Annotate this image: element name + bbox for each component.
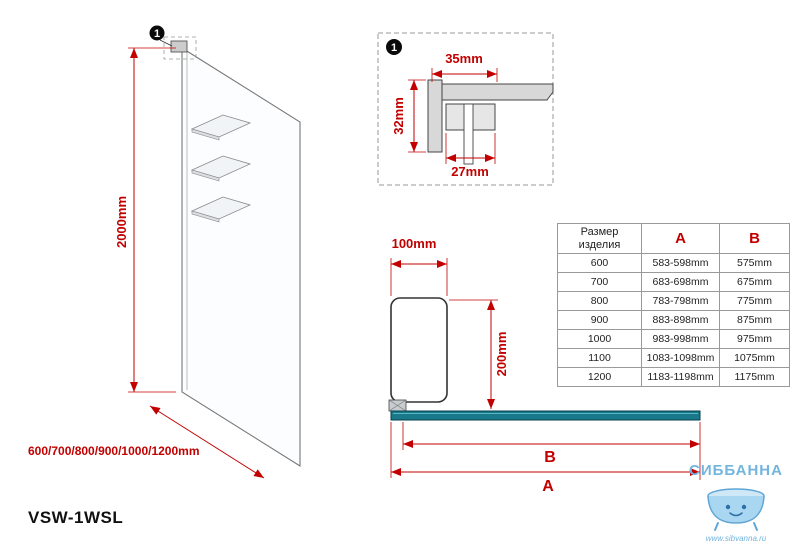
detail-callout-box: [163, 36, 197, 60]
cell-size: 800: [557, 291, 642, 312]
detail-marker-1: 1: [386, 39, 402, 55]
cell-a: 883-898mm: [641, 310, 720, 331]
detail-section-view: 1 35mm 32mm 27mm: [377, 32, 554, 186]
table-row: 700 683-698mm 675mm: [557, 272, 790, 293]
watermark-brand: СИББАННА: [689, 462, 783, 479]
table-row: 1200 1183-1198mm 1175mm: [557, 367, 790, 388]
cell-a: 783-798mm: [641, 291, 720, 312]
dim-label-b: B: [544, 449, 556, 466]
cell-b: 1075mm: [719, 348, 790, 369]
cell-b: 875mm: [719, 310, 790, 331]
cell-b: 575mm: [719, 253, 790, 274]
cell-b: 1175mm: [719, 367, 790, 388]
detail-marker-number: 1: [391, 42, 397, 54]
size-table: Размер изделия A B 600 583-598mm 575mm 7…: [557, 222, 790, 388]
dim-label-35: 35mm: [445, 51, 483, 66]
detail-marker-1: 1: [149, 25, 165, 41]
table-row: 800 783-798mm 775mm: [557, 291, 790, 312]
glass-shelf: [190, 196, 252, 223]
cell-a: 983-998mm: [641, 329, 720, 350]
detail-leader-line: [159, 39, 173, 47]
dim-label-100: 100mm: [392, 236, 437, 251]
table-row: 1100 1083-1098mm 1075mm: [557, 348, 790, 369]
dim-label-200: 200mm: [494, 332, 509, 377]
cell-b: 975mm: [719, 329, 790, 350]
elevation-view: 1 2000mm 600/700/800/900/1000/120: [28, 25, 301, 479]
column-header-size: Размер изделия: [557, 222, 642, 255]
cell-b: 775mm: [719, 291, 790, 312]
top-bracket: [170, 40, 188, 53]
model-label: VSW-1WSL: [28, 508, 124, 527]
glass-shelf: [190, 155, 252, 182]
dim-label-height: 2000mm: [114, 196, 129, 248]
dim-label-a: A: [542, 478, 554, 495]
table-row: 600 583-598mm 575mm: [557, 253, 790, 274]
wall-profile-section: [427, 79, 443, 153]
watermark: СИББАННА www.sibvanna.ru: [678, 462, 794, 543]
bathtub-icon: [707, 488, 765, 531]
column-header-b: B: [719, 222, 790, 255]
wall-bracket-plate: [390, 297, 448, 403]
cell-size: 1000: [557, 329, 642, 350]
cell-size: 600: [557, 253, 642, 274]
cell-a: 683-698mm: [641, 272, 720, 293]
support-bar-section: [441, 83, 554, 101]
glass-section: [463, 103, 474, 165]
cell-size: 1200: [557, 367, 642, 388]
dim-label-width-options: 600/700/800/900/1000/1200mm: [28, 444, 200, 458]
watermark-site: www.sibvanna.ru: [705, 534, 767, 543]
glass-shelf: [190, 114, 252, 141]
cell-size: 700: [557, 272, 642, 293]
cell-a: 1083-1098mm: [641, 348, 720, 369]
table-row: 1000 983-998mm 975mm: [557, 329, 790, 350]
cell-a: 1183-1198mm: [641, 367, 720, 388]
cell-b: 675mm: [719, 272, 790, 293]
table-header-row: Размер изделия A B: [557, 222, 790, 255]
table-row: 900 883-898mm 875mm: [557, 310, 790, 331]
cell-size: 900: [557, 310, 642, 331]
connector-hatch: [388, 399, 407, 412]
cell-a: 583-598mm: [641, 253, 720, 274]
glass-panel-top-view: [390, 410, 701, 421]
dim-label-27: 27mm: [451, 164, 489, 179]
glass-panel: [181, 47, 301, 467]
column-header-a: A: [641, 222, 720, 255]
detail-boundary-box: [377, 32, 554, 186]
plan-view: 100mm 200mm B A: [388, 236, 701, 495]
dim-line-width-options: [149, 405, 265, 479]
detail-marker-number: 1: [154, 28, 160, 40]
cell-size: 1100: [557, 348, 642, 369]
dim-label-32: 32mm: [391, 97, 406, 135]
